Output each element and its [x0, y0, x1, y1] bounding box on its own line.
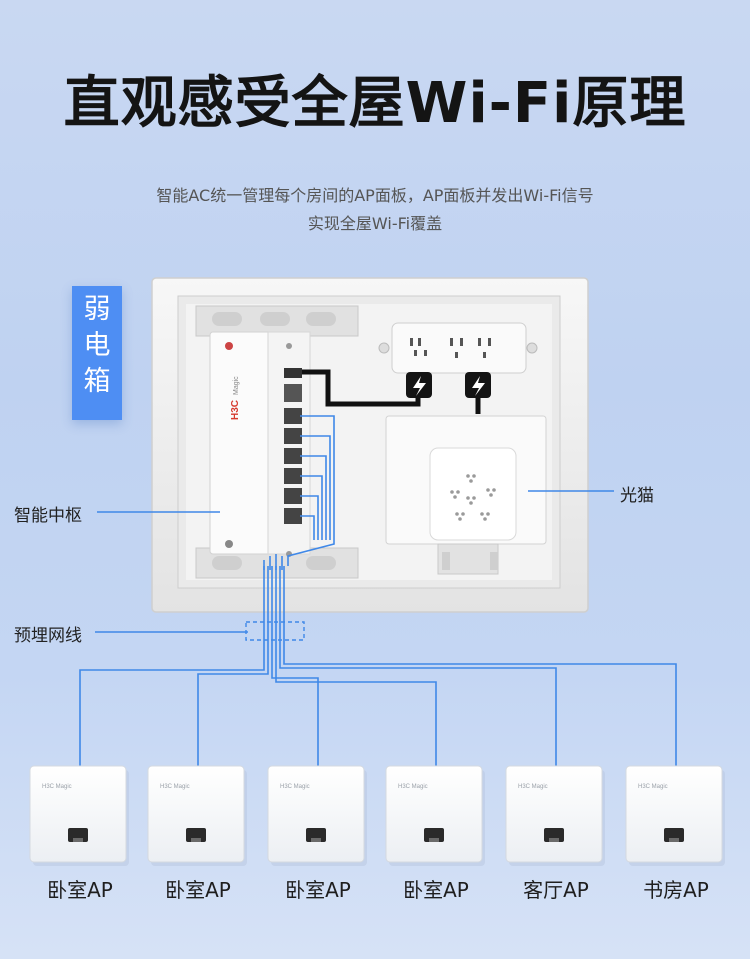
ethernet-port-icon — [68, 828, 88, 842]
ap-label: 客厅AP — [523, 878, 589, 902]
subtitle-line-1: 智能AC统一管理每个房间的AP面板，AP面板并发出Wi-Fi信号 — [156, 186, 594, 205]
ap-brand-text: H3C Magic — [398, 784, 428, 790]
buried-network-cables — [79, 566, 677, 766]
tag-char: 箱 — [83, 366, 111, 397]
ap-panel: H3C Magic — [267, 765, 367, 866]
tag-char: 电 — [83, 330, 111, 361]
smart-hub-device: H3C Magic — [209, 331, 311, 557]
ethernet-port-icon — [664, 828, 684, 842]
ethernet-port-icon — [186, 828, 206, 842]
hub-label: 智能中枢 — [14, 506, 82, 526]
subtitle-line-2: 实现全屋Wi-Fi覆盖 — [307, 214, 443, 233]
ap-panel: H3C Magic — [385, 765, 485, 866]
cables-label: 预埋网线 — [14, 626, 82, 646]
cable-highlight-box — [245, 621, 305, 641]
svg-text:Magic: Magic — [233, 376, 240, 395]
ap-brand-text: H3C Magic — [160, 784, 190, 790]
tag-char: 弱 — [83, 294, 111, 325]
lan-cables-internal — [263, 415, 335, 570]
ap-brand-text: H3C Magic — [518, 784, 548, 790]
ap-brand-text: H3C Magic — [638, 784, 668, 790]
ap-label: 卧室AP — [47, 878, 113, 902]
svg-text:H3C: H3C — [230, 400, 241, 420]
power-plug-icon — [465, 372, 491, 398]
ap-label: 书房AP — [643, 878, 709, 902]
ethernet-port-icon — [306, 828, 326, 842]
ap-brand-text: H3C Magic — [280, 784, 310, 790]
ethernet-port-icon — [544, 828, 564, 842]
ap-label: 卧室AP — [403, 878, 469, 902]
page-title: 直观感受全屋Wi-Fi原理 — [63, 71, 687, 136]
ap-label: 卧室AP — [285, 878, 351, 902]
ethernet-port-icon — [424, 828, 444, 842]
ap-brand-text: H3C Magic — [42, 784, 72, 790]
ap-label: 卧室AP — [165, 878, 231, 902]
weak-current-box-tag: 弱 电 箱 — [72, 286, 122, 420]
power-strip — [378, 322, 538, 374]
ap-panel: H3C Magic — [625, 765, 725, 866]
modem-label: 光猫 — [620, 486, 654, 506]
ap-panel: H3C Magic — [505, 765, 605, 866]
power-plug-icon — [406, 372, 432, 398]
ap-panel: H3C Magic — [147, 765, 247, 866]
ap-panel: H3C Magic — [29, 765, 129, 866]
optical-modem-device — [385, 415, 547, 575]
